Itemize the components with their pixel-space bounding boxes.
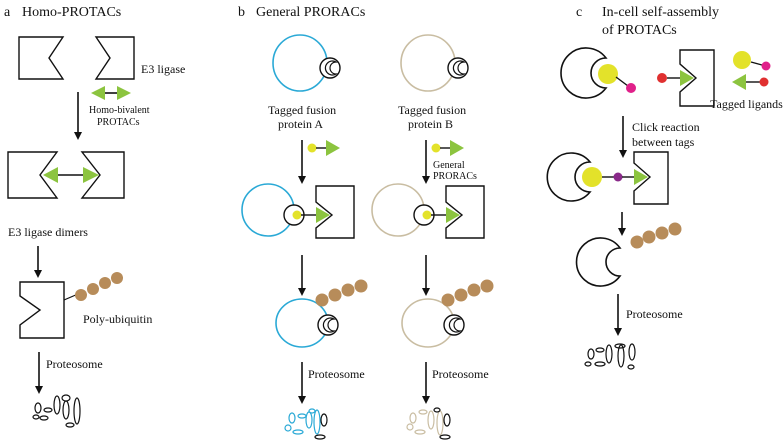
c-complex-green: [634, 169, 648, 185]
c-e3-ligase: [679, 49, 715, 107]
ub-b-bead-2: [454, 288, 468, 302]
proteosome-label-c: Proteosome: [626, 307, 683, 321]
c-ub-bead-1: [630, 235, 644, 249]
ub-bead-4: [111, 272, 123, 284]
c-complex-purple: [613, 172, 623, 182]
ub-b-bead-1: [441, 293, 455, 307]
dimer-ligand-right: [83, 167, 99, 183]
panel-b: b General PRORACs Tagged fusion protein …: [238, 5, 494, 440]
panel-c-title-2: of PROTACs: [602, 23, 677, 38]
c-green-ligand: [680, 70, 694, 86]
fusion-b-label-1: Tagged fusion: [398, 103, 466, 117]
panel-b-letter: b: [238, 5, 245, 20]
c-ub-protein: [575, 237, 622, 287]
click-label-1: Click reaction: [632, 120, 700, 134]
ub-bead-3: [99, 277, 111, 289]
green-ligand-left: [91, 86, 105, 100]
yellow-ligand-left: [307, 143, 317, 153]
e3-dimer-right: [80, 151, 125, 199]
c-complex-yellow: [582, 167, 602, 187]
e3-ligase-label: E3 ligase: [141, 62, 185, 76]
dimer-ligand-left: [43, 167, 58, 183]
green-ligand-b-right: [450, 140, 464, 156]
poly-ubiquitin-label: Poly-ubiquitin: [83, 312, 152, 326]
c-complex-protein: [546, 152, 592, 202]
fragments-b-right: [406, 407, 451, 440]
fragments-c: [584, 343, 636, 370]
tagged-ligands-label: Tagged ligands: [710, 97, 783, 111]
ub-tag-a-pocket: [322, 317, 337, 333]
complex-e3-b: [445, 185, 485, 239]
legend-yellow-ligand: [733, 51, 751, 69]
general-label-1: General: [433, 160, 465, 171]
complex-yellow-a: [292, 210, 302, 220]
homo-bivalent-label-1: Homo-bivalent: [89, 105, 150, 116]
fusion-a-label-2: protein A: [278, 117, 323, 131]
proteosome-label-b-right: Proteosome: [432, 367, 489, 381]
ub-tag-b-pocket: [448, 317, 463, 333]
c-target-protein: [560, 47, 608, 99]
c-pink-link: [615, 76, 629, 87]
homo-bivalent-label-2: PROTACs: [97, 117, 140, 128]
c-ub-bead-2: [642, 230, 656, 244]
fusion-a-label-1: Tagged fusion: [268, 103, 336, 117]
protein-a: [272, 34, 328, 92]
panel-c-letter: c: [576, 5, 582, 20]
complex-green-b: [446, 207, 460, 223]
fragments-a: [32, 394, 81, 428]
c-ub-bead-3: [655, 226, 669, 240]
fragments-b-left: [284, 408, 328, 440]
c-yellow-ligand: [598, 64, 618, 84]
e3-dimers-label: E3 ligase dimers: [8, 225, 88, 239]
panel-c-title-1: In-cell self-assembly: [602, 5, 719, 20]
e3-ligase-right: [94, 36, 135, 80]
general-label-2: PRORACs: [433, 171, 477, 182]
c-complex-e3: [633, 151, 669, 205]
click-label-2: between tags: [632, 135, 695, 149]
legend-green-ligand: [732, 74, 746, 90]
proteosome-label-b-left: Proteosome: [308, 367, 365, 381]
ub-b-bead-4: [480, 279, 494, 293]
tag-a-pocket: [324, 60, 339, 76]
legend-red-tag: [759, 77, 769, 87]
ub-a-bead-3: [341, 283, 355, 297]
yellow-ligand-right: [431, 143, 441, 153]
fusion-b-label-2: protein B: [408, 117, 453, 131]
panel-a: a Homo-PROTACs E3 ligase Homo-bivalent P…: [4, 5, 185, 428]
ub-bead-1: [75, 289, 87, 301]
c-ub-bead-4: [668, 222, 682, 236]
c-red-tag: [657, 73, 667, 83]
legend-pink-link: [750, 61, 763, 66]
c-pink-tag: [626, 83, 636, 93]
panel-b-title: General PRORACs: [256, 5, 365, 20]
proteosome-label-a: Proteosome: [46, 357, 103, 371]
legend-pink-tag: [761, 61, 771, 71]
tag-b-pocket: [452, 60, 467, 76]
ub-a-bead-2: [328, 288, 342, 302]
ub-bead-2: [87, 283, 99, 295]
ub-b-bead-3: [467, 283, 481, 297]
ub-a-bead-1: [315, 293, 329, 307]
e3-ligase-left: [18, 36, 65, 80]
ub-a-bead-4: [354, 279, 368, 293]
complex-yellow-b: [422, 210, 432, 220]
complex-green-a: [316, 207, 330, 223]
protein-b: [400, 34, 456, 92]
panel-a-title: Homo-PROTACs: [22, 5, 121, 20]
green-ligand-b-left: [326, 140, 340, 156]
e3-dimer-left: [7, 151, 59, 199]
panel-a-letter: a: [4, 5, 11, 20]
e3-ubiquitinated: [19, 281, 65, 339]
green-ligand-right: [117, 86, 131, 100]
complex-e3-a: [315, 185, 355, 239]
panel-c: c In-cell self-assembly of PROTACs Tagge…: [546, 5, 783, 370]
